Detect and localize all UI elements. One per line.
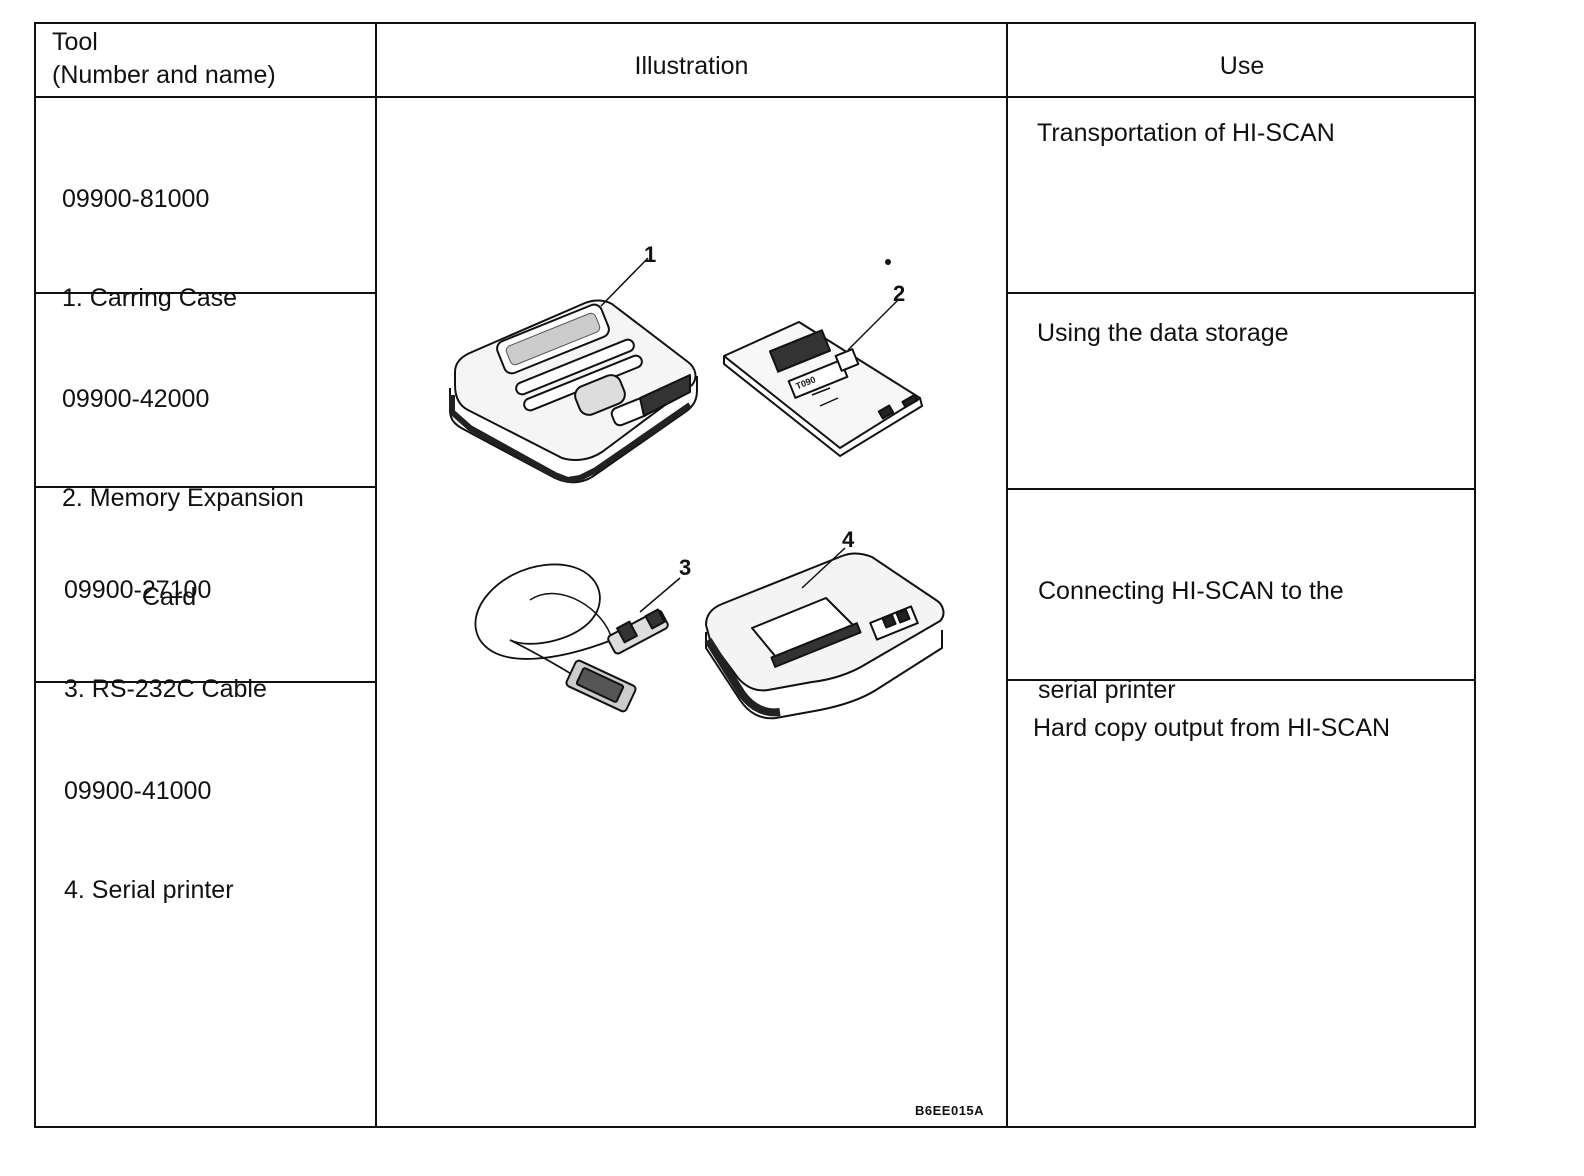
row-divider-left-3 (34, 681, 376, 683)
tool-cell-3: 09900-27100 3. RS-232C Cable (64, 508, 267, 772)
table-frame (34, 22, 1476, 1128)
serial-printer-drawing (704, 547, 945, 720)
tool-number: 09900-81000 (62, 185, 210, 213)
header-use: Use (1219, 52, 1265, 80)
tool-name: 2. Memory Expansion (62, 484, 304, 512)
callout-2: 2 (893, 281, 905, 306)
tool-number: 09900-41000 (64, 777, 212, 805)
header-tool-line2: (Number and name) (52, 61, 276, 89)
memory-card-drawing (723, 259, 923, 457)
row-divider-right-1 (1006, 292, 1476, 294)
row-divider-left-1 (34, 292, 376, 294)
figure-code: B6EE015A (915, 1103, 985, 1118)
carrying-case-drawing (449, 257, 698, 484)
header-illustration: Illustration (634, 52, 749, 80)
tool-cell-4: 09900-41000 4. Serial printer (64, 709, 234, 973)
use-line-2: serial printer (1038, 676, 1176, 704)
callout-3: 3 (679, 555, 691, 580)
column-divider-1 (375, 22, 377, 1128)
header-tool: Tool (Number and name) (52, 26, 276, 92)
tool-cell-1: 09900-81000 1. Carring Case (62, 117, 237, 381)
tool-name: 4. Serial printer (64, 876, 234, 904)
use-cell-2: Using the data storage (1037, 319, 1289, 347)
tool-cell-2: 09900-42000 2. Memory Expansion Card (62, 317, 304, 680)
header-tool-line1: Tool (52, 28, 98, 56)
use-cell-1: Transportation of HI-SCAN (1037, 119, 1335, 147)
row-divider-right-3 (1006, 679, 1476, 681)
tool-name: 1. Carring Case (62, 284, 238, 312)
tool-name-continued: Card (142, 583, 197, 611)
rs232c-cable-drawing (474, 563, 681, 713)
use-cell-3: Connecting HI-SCAN to the serial printer (1038, 509, 1344, 773)
callout-1: 1 (644, 242, 656, 267)
callout-4: 4 (842, 527, 855, 552)
tool-number: 09900-27100 (64, 576, 212, 604)
use-line-1: Connecting HI-SCAN to the (1038, 577, 1344, 605)
header-divider (34, 96, 1476, 98)
row-divider-right-2 (1006, 488, 1476, 490)
tool-name: 3. RS-232C Cable (64, 675, 267, 703)
column-divider-2 (1006, 22, 1008, 1128)
tool-number: 09900-42000 (62, 385, 210, 413)
row-divider-left-2 (34, 486, 376, 488)
use-cell-4: Hard copy output from HI-SCAN (1033, 714, 1391, 742)
